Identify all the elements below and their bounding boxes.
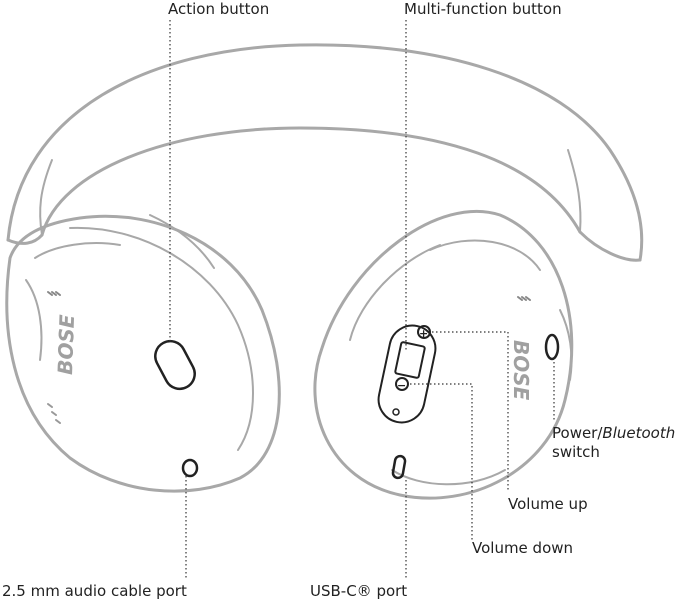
label-usb-c-port: USB-C® port: [310, 582, 408, 600]
label-power-bluetooth-switch: Power/Bluetooth switch: [552, 424, 675, 462]
left-earcup: [5, 214, 281, 493]
leader-volume-down: [410, 383, 473, 540]
label-multi-function-button: Multi-function button: [404, 0, 562, 18]
left-mic-grille: [47, 291, 61, 296]
left-brand-logo: BOSE: [53, 314, 79, 375]
volume-up-button: [417, 325, 431, 339]
label-action-button: Action button: [168, 0, 270, 18]
right-mic-grille: [517, 296, 531, 301]
control-strip: [377, 324, 437, 424]
power-bluetooth-switch: [544, 333, 560, 361]
label-volume-down: Volume down: [472, 539, 574, 557]
multi-function-button: [394, 341, 426, 379]
volume-minus-symbol: −: [397, 379, 406, 392]
audio-cable-port: [181, 458, 199, 478]
headband: [6, 43, 644, 262]
volume-plus-symbol: +: [419, 327, 428, 340]
right-earcup: [313, 209, 574, 500]
leader-volume-up: [432, 331, 509, 492]
headband-inner: [40, 126, 582, 237]
label-bluetooth-word: Bluetooth: [602, 424, 676, 442]
usb-c-port: [391, 454, 407, 480]
label-switch-word: switch: [552, 443, 600, 461]
status-light: [392, 408, 400, 416]
label-power-prefix: Power/: [552, 424, 603, 442]
volume-down-button: [395, 377, 409, 391]
leader-lines: [169, 20, 555, 580]
action-button: [154, 339, 196, 391]
label-volume-up: Volume up: [508, 495, 588, 513]
right-brand-logo: BOSE: [509, 340, 533, 401]
label-audio-cable-port: 2.5 mm audio cable port: [2, 582, 187, 600]
